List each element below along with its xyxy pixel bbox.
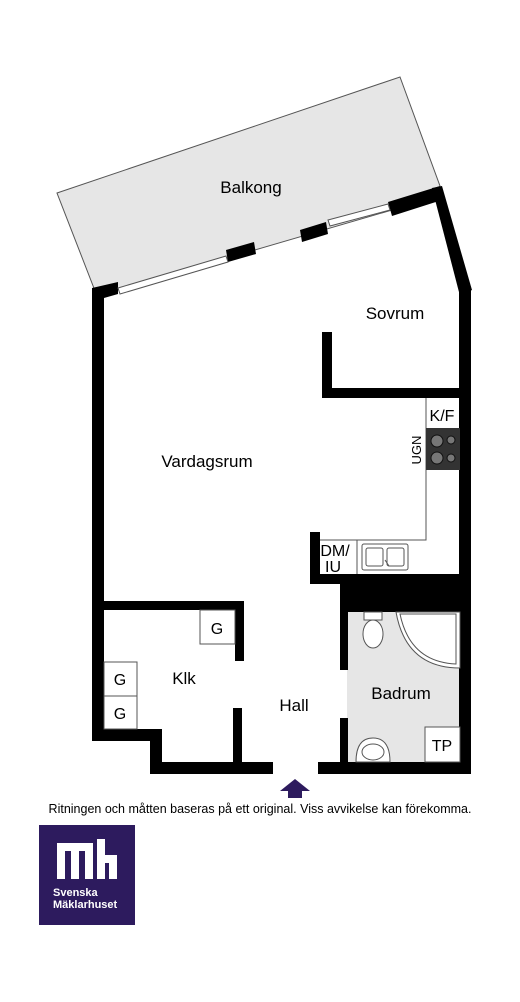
fixture-label-g-bottom: G <box>114 706 126 723</box>
shower-icon <box>395 611 461 669</box>
bathroom-sink-icon <box>355 737 391 763</box>
room-label-badrum: Badrum <box>371 684 431 703</box>
floor-plan: Balkong Sovrum Vardagsrum Klk Hall Badru… <box>56 76 472 798</box>
room-label-sovrum: Sovrum <box>366 304 425 323</box>
fixture-label-kf: K/F <box>430 408 455 425</box>
room-label-hall: Hall <box>279 696 308 715</box>
interior-walls <box>92 332 462 768</box>
kitchen-sink-icon <box>361 543 409 571</box>
fixture-label-g-top: G <box>211 621 223 638</box>
fixture-label-ugn: UGN <box>409 436 424 465</box>
logo-text-line1: Svenska <box>53 887 98 899</box>
svenska-maklarhuset-logo: Svenska Mäklarhuset <box>39 825 135 925</box>
fixture-label-iu: IU <box>325 559 341 576</box>
mh-logo-mark-icon <box>57 839 117 879</box>
room-label-vardagsrum: Vardagsrum <box>161 452 252 471</box>
disclaimer-text: Ritningen och måtten baseras på ett orig… <box>48 802 472 816</box>
klk-cabinets <box>103 609 236 730</box>
room-label-balkong: Balkong <box>220 178 281 197</box>
toilet-icon <box>362 611 384 649</box>
balcony-windows <box>117 203 391 295</box>
tp-box <box>424 726 461 763</box>
exterior-walls <box>92 186 472 774</box>
fixture-label-tp: TP <box>432 738 452 755</box>
entrance-arrow-icon <box>280 779 310 798</box>
logo-text-line2: Mäklarhuset <box>53 899 118 911</box>
stove-icon <box>426 428 460 470</box>
fixture-label-g-mid: G <box>114 672 126 689</box>
fixture-label-dm: DM/ <box>320 543 350 560</box>
room-label-klk: Klk <box>172 669 196 688</box>
